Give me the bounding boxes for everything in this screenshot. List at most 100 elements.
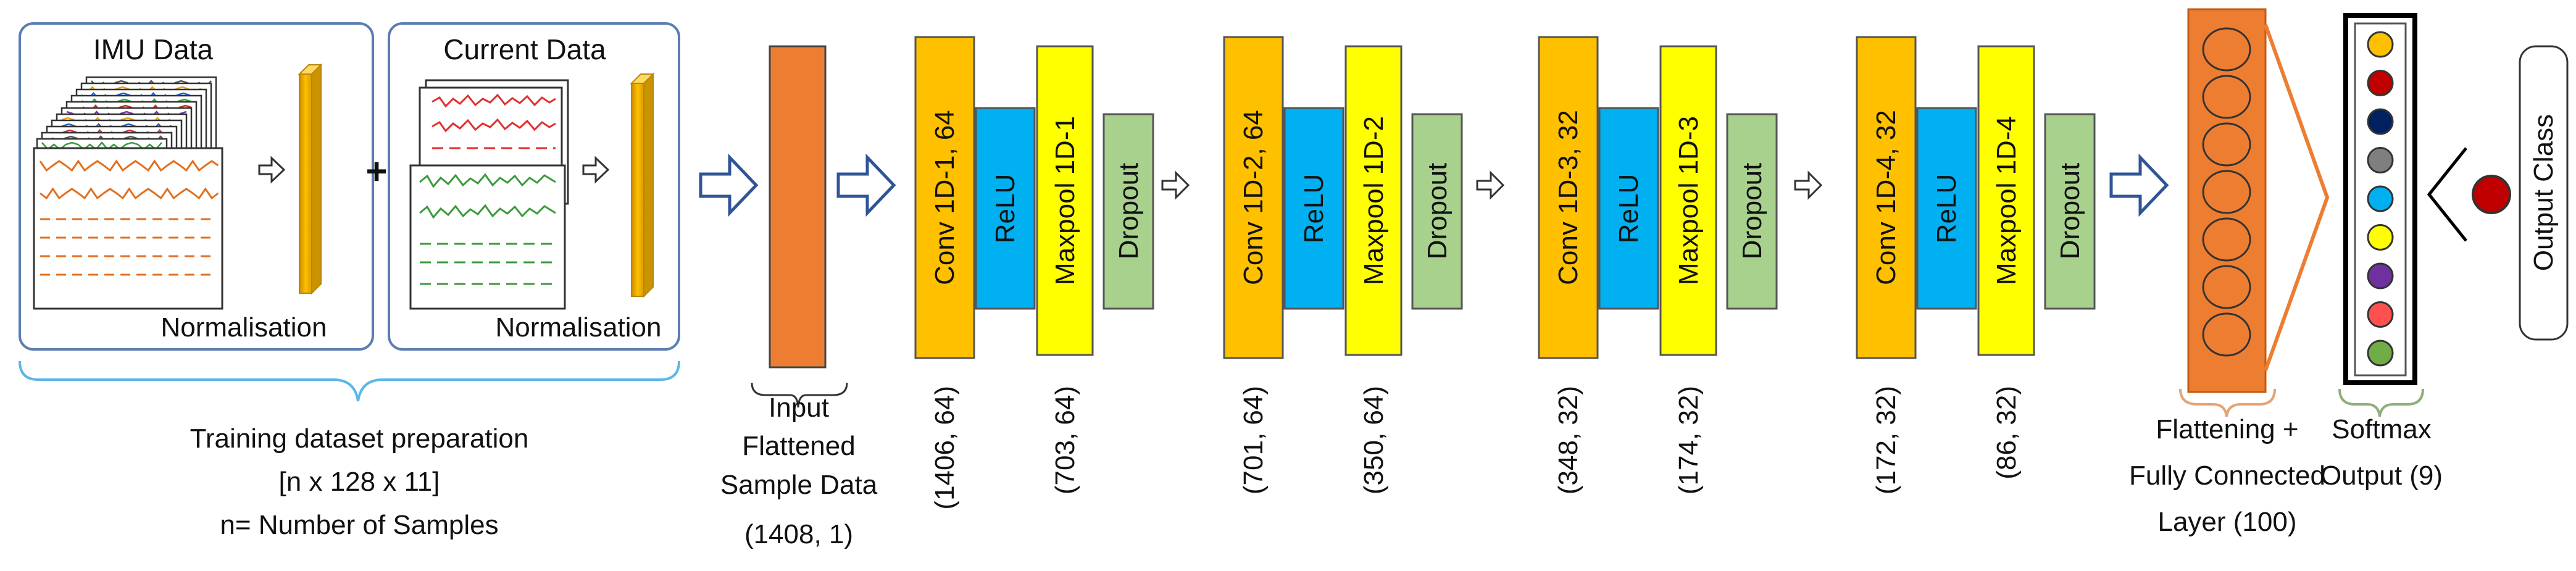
softmax-node (2367, 70, 2394, 96)
imu-data-title: IMU Data (93, 33, 214, 65)
dropout-layer-4 (2044, 113, 2096, 310)
fc-neuron (2202, 122, 2251, 167)
fc-neuron (2202, 217, 2251, 262)
arrow-between-blocks-1 (1161, 170, 1190, 200)
relu-layer-3 (1598, 107, 1659, 310)
softmax-layer: Softmax Output (9) (2320, 13, 2443, 491)
input-caption-1: Input (769, 393, 829, 423)
dropout-layer-2 (1411, 113, 1463, 310)
relu-label-1: ReLU (990, 174, 1020, 244)
relu-layer-4 (1916, 107, 1977, 310)
maxpool-label-2: Maxpool 1D-2 (1359, 116, 1389, 285)
softmax-caption-1: Softmax (2332, 414, 2431, 444)
imu-panel (19, 22, 374, 351)
relu-layer-1 (975, 107, 1036, 310)
preparation-caption-1: Training dataset preparation (190, 423, 529, 454)
current-panel (388, 22, 680, 351)
plus-sign: + (365, 151, 387, 192)
input-caption-2: Flattened (742, 431, 855, 461)
preparation-caption-3: n= Number of Samples (220, 510, 498, 540)
softmax-caption-2: Output (9) (2320, 461, 2443, 491)
dropout-label-4: Dropout (2055, 163, 2085, 260)
normalisation-label-current: Normalisation (496, 312, 662, 343)
current-data-title: Current Data (443, 33, 606, 65)
softmax-node (2367, 301, 2394, 328)
input-brace (751, 382, 848, 408)
fc-neuron (2202, 265, 2251, 309)
relu-label-2: ReLU (1299, 174, 1329, 244)
arrow-to-input (699, 153, 759, 217)
conv-label-4: Conv 1D-4, 32 (1871, 110, 1901, 285)
conv-block-3: Conv 1D-3, 32 ReLU Maxpool 1D-3 Dropout (348… (1538, 36, 1778, 494)
current-signal-red (431, 93, 556, 108)
dataset-preparation: IMU Data Current Data + (19, 22, 680, 540)
current-sample-stack (409, 79, 569, 310)
conv-layer-2 (1223, 36, 1284, 359)
fc-neurons (2202, 27, 2251, 357)
imu-sample-stack (33, 76, 223, 310)
softmax-node (2367, 147, 2394, 173)
conv-label-1: Conv 1D-1, 64 (930, 110, 960, 285)
imu-normalised-bar (298, 63, 323, 295)
dropout-label-2: Dropout (1422, 163, 1453, 260)
arrow-to-fc (2109, 153, 2169, 217)
dropout-label-3: Dropout (1737, 163, 1767, 260)
conv-dim-3: (348, 32) (1553, 386, 1583, 494)
conv-dim-4: (172, 32) (1871, 386, 1901, 494)
output-node-group (2427, 147, 2511, 242)
fc-brace (2179, 388, 2276, 417)
input-layer: Input Flattened Sample Data (1408, 1) (720, 45, 878, 549)
arrow-to-imu-bar (258, 156, 286, 184)
relu-label-4: ReLU (1932, 174, 1962, 244)
current-signal-green (419, 173, 556, 188)
maxpool-layer-3 (1659, 45, 1717, 356)
maxpool-layer-4 (1977, 45, 2035, 356)
softmax-to-output-lines (2427, 147, 2467, 242)
conv-label-3: Conv 1D-3, 32 (1553, 110, 1583, 285)
maxpool-label-4: Maxpool 1D-4 (1991, 116, 2022, 285)
dropout-layer-3 (1726, 113, 1778, 310)
dropout-layer-1 (1103, 113, 1154, 310)
conv-block-4: Conv 1D-4, 32 ReLU Maxpool 1D-4 Dropout (172… (1856, 36, 2096, 494)
relu-layer-2 (1283, 107, 1344, 310)
softmax-brace (2338, 388, 2424, 417)
input-caption-3: Sample Data (720, 470, 878, 500)
fc-neuron (2202, 312, 2251, 357)
maxpool-layer-2 (1344, 45, 1403, 356)
arrow-to-conv1 (836, 153, 896, 217)
dropout-label-1: Dropout (1114, 163, 1144, 260)
arrow-between-blocks-3 (1794, 170, 1823, 200)
conv-dim-1: (1406, 64) (930, 386, 960, 510)
softmax-node (2367, 340, 2394, 367)
relu-label-3: ReLU (1614, 174, 1644, 244)
arrow-between-blocks-2 (1476, 170, 1505, 200)
softmax-node (2367, 185, 2394, 212)
output-class-box: Output Class (2519, 45, 2569, 341)
softmax-node (2367, 108, 2394, 135)
fc-caption-2: Fully Connected (2129, 461, 2325, 491)
output-class-label: Output Class (2528, 114, 2559, 271)
maxpool-layer-1 (1036, 45, 1094, 356)
preparation-brace (19, 361, 680, 402)
input-flattened-bar (769, 45, 827, 369)
imu-front-sheet (33, 147, 223, 310)
input-caption-4: (1408, 1) (744, 519, 853, 549)
conv-layer-1 (914, 36, 975, 359)
current-normalised-bar (630, 72, 655, 298)
softmax-node (2367, 31, 2394, 58)
softmax-nodes (2367, 31, 2394, 367)
softmax-node (2367, 262, 2394, 290)
arrow-to-current-bar (582, 156, 610, 184)
fc-caption-1: Flattening + (2156, 414, 2298, 444)
fc-neuron (2202, 27, 2251, 72)
fc-neuron (2202, 170, 2251, 214)
pool-dim-3: (174, 32) (1674, 386, 1704, 494)
conv-layer-3 (1538, 36, 1599, 359)
maxpool-label-3: Maxpool 1D-3 (1674, 116, 1704, 285)
softmax-node (2367, 224, 2394, 251)
pool-dim-2: (350, 64) (1359, 386, 1389, 494)
